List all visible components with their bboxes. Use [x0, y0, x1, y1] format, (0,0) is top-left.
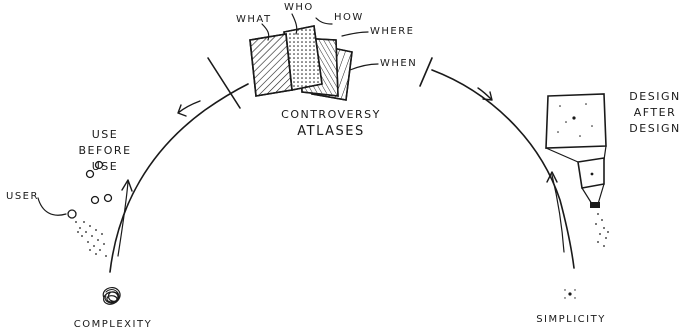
label-who: WHO: [284, 2, 314, 13]
left-arc-inner-stroke: [118, 182, 128, 256]
label-user: USER: [6, 191, 39, 202]
break-tick-left: [208, 58, 240, 108]
small-dot-icon: [564, 289, 575, 298]
user-leader: [38, 198, 66, 215]
label-how: HOW: [334, 12, 364, 23]
design-after-design-line3: DESIGN: [629, 122, 680, 135]
label-simplicity: SIMPLICITY: [536, 314, 606, 325]
when-leader: [350, 64, 378, 70]
where-leader: [342, 32, 368, 36]
sphere-icon: [68, 210, 76, 218]
controversy-atlases-line2: ATLASES: [297, 124, 364, 139]
how-leader: [316, 18, 332, 24]
break-tick-right: [420, 58, 432, 86]
label-what: WHAT: [236, 14, 272, 25]
use-before-use-line1: USE: [92, 128, 118, 141]
use-before-use-line2: BEFORE: [78, 144, 131, 157]
label-when: WHEN: [380, 58, 417, 69]
arrow-left-top: [178, 101, 200, 116]
projector-spray: [595, 213, 609, 247]
label-where: WHERE: [370, 26, 415, 37]
design-after-design-line1: DESIGN: [629, 90, 680, 103]
label-complexity: COMPLEXITY: [74, 319, 152, 330]
user-dots-cloud: [75, 221, 107, 257]
design-after-design-line2: AFTER: [634, 106, 676, 119]
scribble-ball-icon: [103, 288, 120, 305]
controversy-atlases-line1: CONTROVERSY: [281, 108, 381, 121]
stacked-pages-icon: [250, 26, 352, 100]
right-arc-inner-stroke: [552, 175, 564, 252]
